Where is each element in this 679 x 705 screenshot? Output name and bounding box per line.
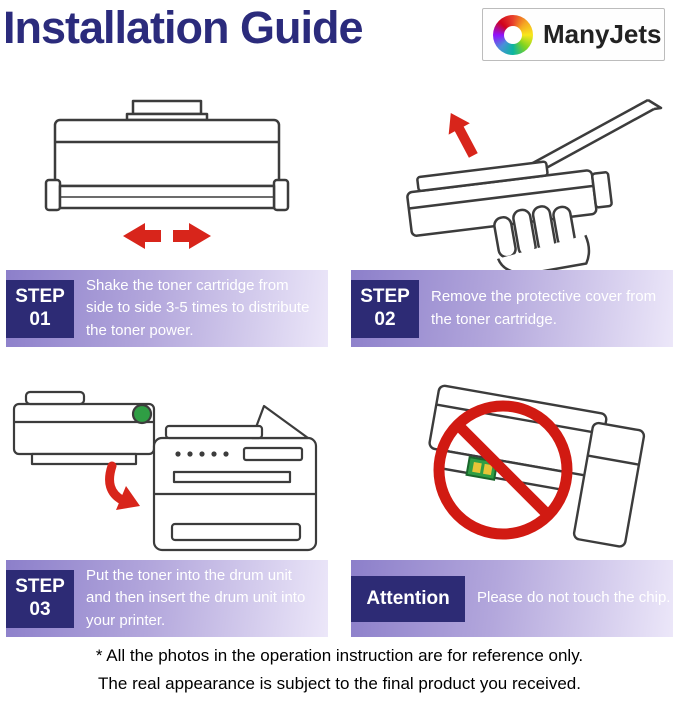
step3-description: Put the toner into the drum unit and the… — [86, 566, 306, 629]
chip-warning-illustration — [351, 374, 673, 560]
step2-description: Remove the protective cover from the ton… — [431, 288, 657, 328]
footer-note-2: The real appearance is subject to the fi… — [98, 674, 581, 693]
step1-band: STEP 01 Shake the toner cartridge from s… — [6, 270, 328, 347]
step-number: 03 — [29, 598, 51, 620]
remove-cover-illustration — [351, 84, 673, 270]
logo-brand-name: ManyJets — [543, 19, 662, 49]
prohibition-icon — [433, 400, 573, 540]
step1-label-box: STEP 01 — [6, 279, 74, 338]
step2-panel: STEP 02 Remove the protective cover from… — [351, 84, 673, 347]
drum-printer-illustration — [6, 374, 328, 560]
step2-band: STEP 02 Remove the protective cover from… — [351, 270, 673, 347]
step1-panel: STEP 01 Shake the toner cartridge from s… — [6, 84, 328, 347]
toner-cartridge-illustration — [6, 84, 328, 270]
attention-label-box: Attention — [351, 575, 465, 622]
step1-description: Shake the toner cartridge from side to s… — [86, 276, 310, 339]
attention-label: Attention — [366, 587, 450, 609]
step3-label-box: STEP 03 — [6, 569, 74, 628]
insert-arrow-icon — [105, 461, 140, 510]
attention-description: Please do not touch the chip. — [477, 589, 671, 607]
logo-swirl-icon — [493, 14, 533, 55]
step-label: STEP — [15, 285, 65, 307]
step-label: STEP — [15, 575, 65, 597]
step-label: STEP — [360, 285, 410, 307]
step-number: 02 — [374, 308, 396, 330]
shake-arrows-icon — [123, 223, 211, 249]
footer-note-1: * All the photos in the operation instru… — [95, 646, 584, 665]
hand-illustration — [493, 205, 591, 270]
step-number: 01 — [29, 308, 51, 330]
pull-arrow-icon — [448, 113, 478, 158]
brand-logo: ManyJets — [482, 8, 665, 61]
attention-panel: Attention Please do not touch the chip. — [351, 374, 673, 637]
attention-band: Attention Please do not touch the chip. — [351, 560, 673, 637]
step3-panel: STEP 03 Put the toner into the drum unit… — [6, 374, 328, 637]
step3-band: STEP 03 Put the toner into the drum unit… — [6, 560, 328, 637]
page-title: Installation Guide — [3, 2, 364, 53]
step2-label-box: STEP 02 — [351, 279, 419, 338]
